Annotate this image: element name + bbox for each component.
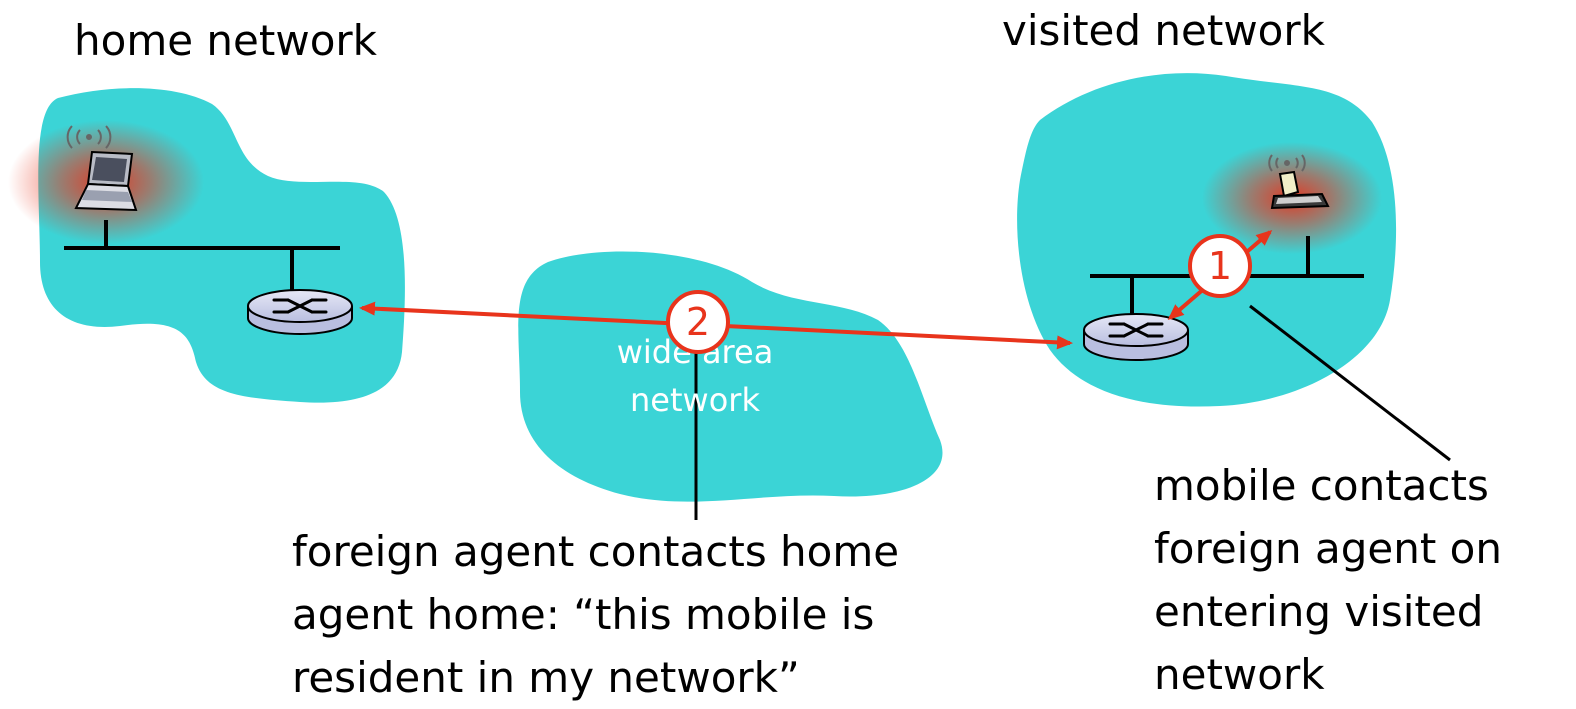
mobile-annotation-line3: entering visited [1154,587,1484,636]
step-1-badge: 1 [1188,234,1252,298]
router-icon [1083,313,1189,361]
home-network-label: home network [74,16,377,65]
router-icon [247,289,353,335]
mobile-callout-line [1249,304,1451,462]
laptop-icon [74,150,138,212]
mobile-annotation-line2: foreign agent on [1154,524,1502,573]
visited-network-label: visited network [1002,6,1325,55]
foreign-agent-annotation: foreign agent contacts home agent home: … [292,520,899,709]
step-2-badge: 2 [666,290,730,354]
foreign-agent-annotation-line3: resident in my network” [292,653,800,702]
laptop-icon [1270,170,1330,210]
wireless-signal-icon [66,125,112,149]
wireless-signal-icon [1268,154,1306,172]
wide-area-network-line2: network [630,381,760,419]
foreign-agent-annotation-line1: foreign agent contacts home [292,527,900,576]
home-lan [64,220,340,290]
mobile-annotation: mobile contacts foreign agent on enterin… [1154,454,1502,706]
foreign-agent-annotation-line2: agent home: “this mobile is [292,590,875,639]
mobile-annotation-line4: network [1154,650,1325,699]
mobile-annotation-line1: mobile contacts [1154,461,1489,510]
